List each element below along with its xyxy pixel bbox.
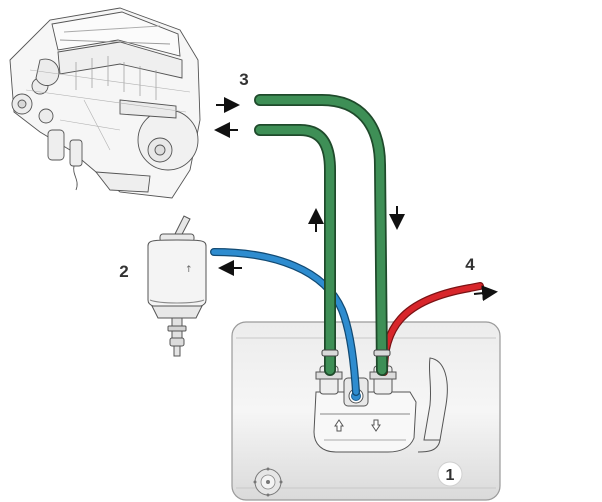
arrow-out: [473, 285, 498, 302]
drain-plug-icon: [253, 467, 283, 497]
callout-return-out: 4: [465, 255, 475, 274]
callout-tank-circle: [437, 461, 463, 487]
callout-engine-lines: 3: [239, 70, 248, 89]
engine-icon: [9, 7, 201, 199]
flow-arrows: [214, 97, 498, 302]
fuel-filter-icon: ↑: [147, 215, 207, 357]
svg-text:↑: ↑: [185, 265, 193, 275]
blue-filter-hose: [210, 248, 360, 396]
green-return-hose: [254, 124, 336, 376]
hose-collars: [321, 349, 391, 357]
callout-filter: 2: [119, 262, 128, 281]
callout-tank: 1: [446, 467, 455, 484]
green-supply-hose: [254, 94, 388, 376]
